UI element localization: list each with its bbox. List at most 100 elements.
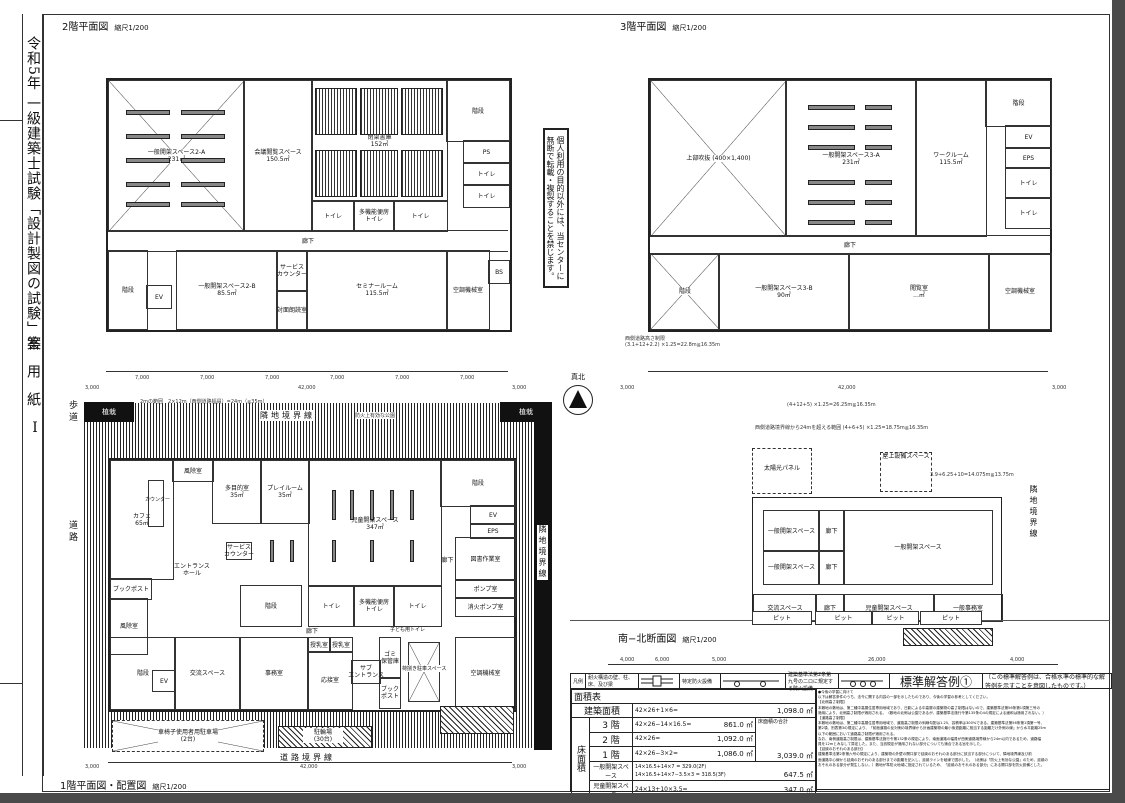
- row-value: 647.5 ㎡: [783, 771, 813, 779]
- dimension-text: 7,000: [395, 375, 410, 381]
- row-label: 一般開架スペース: [589, 761, 633, 781]
- dimension-text: 7,000: [460, 375, 475, 381]
- row-formula: 42×26−3×2=: [635, 750, 679, 758]
- room-cafe: カフェ 65㎡: [110, 460, 174, 580]
- floor-total-label: 床面積の合計: [758, 719, 789, 725]
- dimension-text: 4,000: [620, 657, 635, 663]
- notes-heading: ●今後の学習に向けて: [818, 690, 854, 694]
- bookshelf: [126, 158, 170, 163]
- bookshelf: [332, 540, 336, 562]
- room-play: プレイルーム 35㎡: [260, 460, 310, 524]
- room-eps: EPS: [470, 523, 516, 539]
- row-formula: 24×13+10×3.5=: [635, 786, 688, 793]
- dimension-line: [608, 664, 1058, 665]
- dimension-text: 42,000: [300, 764, 318, 770]
- floor-area-label: 床面積: [571, 717, 590, 800]
- kids-toilet-label: 子ども用トイレ: [390, 627, 426, 633]
- bookshelf: [350, 490, 354, 520]
- legend-fire-equipment-icon: [839, 674, 890, 688]
- notes-line: 建築基準法第2条第六号の規定により、建築物の外壁の開口部で延焼のおそれのある部分…: [818, 752, 1032, 757]
- room-void: 上部吹抜 (400×1,400): [650, 80, 787, 237]
- bookshelf: [808, 145, 855, 150]
- sidebar-divider: [0, 120, 22, 121]
- room-garbage: ゴミ 保管庫: [379, 637, 401, 679]
- dimension-text: 3,000: [620, 385, 635, 391]
- room-toilet: トイレ: [463, 162, 510, 186]
- room-stairs-center: 階段: [240, 585, 302, 627]
- bookshelf: [808, 105, 855, 110]
- west-road-calc: 西側道路境界線から24mを超える範囲 (4+6+5) ×1.25=18.75m≧…: [755, 425, 929, 431]
- room-stairs: 階段: [446, 80, 510, 142]
- row-label: 建築面積: [571, 703, 633, 718]
- dimension-text: 42,000: [838, 385, 856, 391]
- bookshelf: [410, 490, 414, 520]
- notes-line: おそれのある部分が発生しない。）敷地が準防火地域に指定されているため、「延焼のお…: [818, 762, 1045, 767]
- sidebar-divider: [0, 683, 22, 684]
- road-label: 道路: [67, 520, 77, 544]
- legend-fire-door-icon: [721, 674, 786, 688]
- dimension-line: [648, 371, 1048, 372]
- row-value: 1,092.0 ㎡: [717, 735, 753, 744]
- bookshelf: [270, 540, 274, 562]
- planting-left: 植栽: [84, 402, 134, 422]
- room-fire-pump: 消火ポンプ室: [455, 597, 516, 617]
- room-ev: EV: [470, 505, 516, 525]
- bookshelf: [181, 158, 225, 163]
- section-title: 南−北断面図縮尺1/200: [618, 634, 717, 645]
- dimension-text: 3,000: [85, 385, 100, 391]
- viewer-scrollbar[interactable]: [1112, 0, 1125, 803]
- bookshelf: [181, 134, 225, 139]
- room-ac: 空調機械室: [988, 253, 1052, 330]
- stack-shelves: [315, 88, 357, 135]
- sheet-title-char: 紙: [25, 392, 41, 406]
- dimension-line: [108, 762, 512, 763]
- dimension-text: 6,000: [655, 657, 670, 663]
- bookshelf: [808, 220, 855, 225]
- dimension-text: 7,000: [200, 375, 215, 381]
- section-foundation-hatch: [903, 628, 993, 646]
- bookshelf: [290, 540, 294, 562]
- room-toilet: トイレ: [1005, 167, 1052, 199]
- room-upper-void: 階段: [650, 253, 720, 330]
- room-windbreak-left: 風除室: [110, 598, 148, 655]
- dimension-text: 5,000: [712, 657, 727, 663]
- row-value: 1,098.0 ㎡: [777, 706, 813, 715]
- sheet-title-char: 用: [25, 364, 41, 378]
- room-book-return: ブック ポスト: [379, 677, 401, 709]
- sheet-title-char: 案: [25, 336, 41, 350]
- dimension-text: 4,000: [1010, 657, 1025, 663]
- study-notes: ●今後の学習に向けて 以下は解答条件のうち、法令に関する内容の一部を示したもので…: [815, 688, 1110, 790]
- sheet-title: 令和5年 一級建築士試験「設計製図の試験」答: [25, 36, 41, 352]
- section-gen-big: 一般開架スペース: [843, 510, 993, 585]
- room-stairs: 階段: [108, 250, 148, 330]
- room-seminar: セミナールーム 115.5㎡: [306, 250, 448, 330]
- floor2-plan: 一般開架スペース2-A 231㎡ 会議閲覧スペース 150.5㎡ 閉架書庫 15…: [106, 78, 512, 332]
- bookshelf: [332, 490, 336, 520]
- room-multi-toilet: 多機能便房 トイレ: [353, 200, 395, 232]
- room-multi-purpose: 多目的室 35㎡: [212, 460, 262, 524]
- loading-label: 荷捌き駐車スペース: [402, 665, 447, 672]
- room-bs: BS: [488, 260, 510, 284]
- road-boundary-label: 道路境界線: [280, 752, 335, 763]
- section-rooftop: 屋上設備スペース: [880, 452, 932, 492]
- answer-note: （この標準解答例は、合格水準の標準的な解答例を示すことを意図したものです。）: [985, 674, 1106, 690]
- sidewalk-label: 歩道: [67, 400, 77, 424]
- notes-line: 【北側高さ制限】: [818, 700, 847, 705]
- row-label: 3 階: [589, 717, 633, 733]
- room-general-reading-3b: 一般開架スペース3-B 90㎡: [718, 253, 850, 330]
- room-stairs: 階段: [985, 80, 1052, 127]
- room-general-reading-2a: 一般開架スペース2-A 231㎡: [108, 80, 245, 232]
- bookshelf: [126, 110, 170, 115]
- room-general-reading-3a: 一般開架スペース3-A 231㎡: [785, 80, 917, 237]
- room-office: 事務室: [239, 637, 309, 710]
- bicycle-label: 駐輪場 (30台): [303, 728, 343, 743]
- room-exchange: 交流スペース: [174, 637, 241, 710]
- legend-label: 凡例: [571, 674, 586, 688]
- notes-line: 適用により、北側高さ制限が適用される。（敷地の北側は公園であるが、建築基準法施行…: [818, 710, 1046, 715]
- counter: [148, 480, 164, 527]
- room-general-reading-2b: 一般開架スペース2-B 85.5㎡: [176, 250, 278, 330]
- room-toilet: トイレ: [308, 585, 355, 627]
- floor1-title: 1階平面図・配置図縮尺1/200: [60, 781, 187, 792]
- room-pump: ポンプ室: [455, 579, 516, 599]
